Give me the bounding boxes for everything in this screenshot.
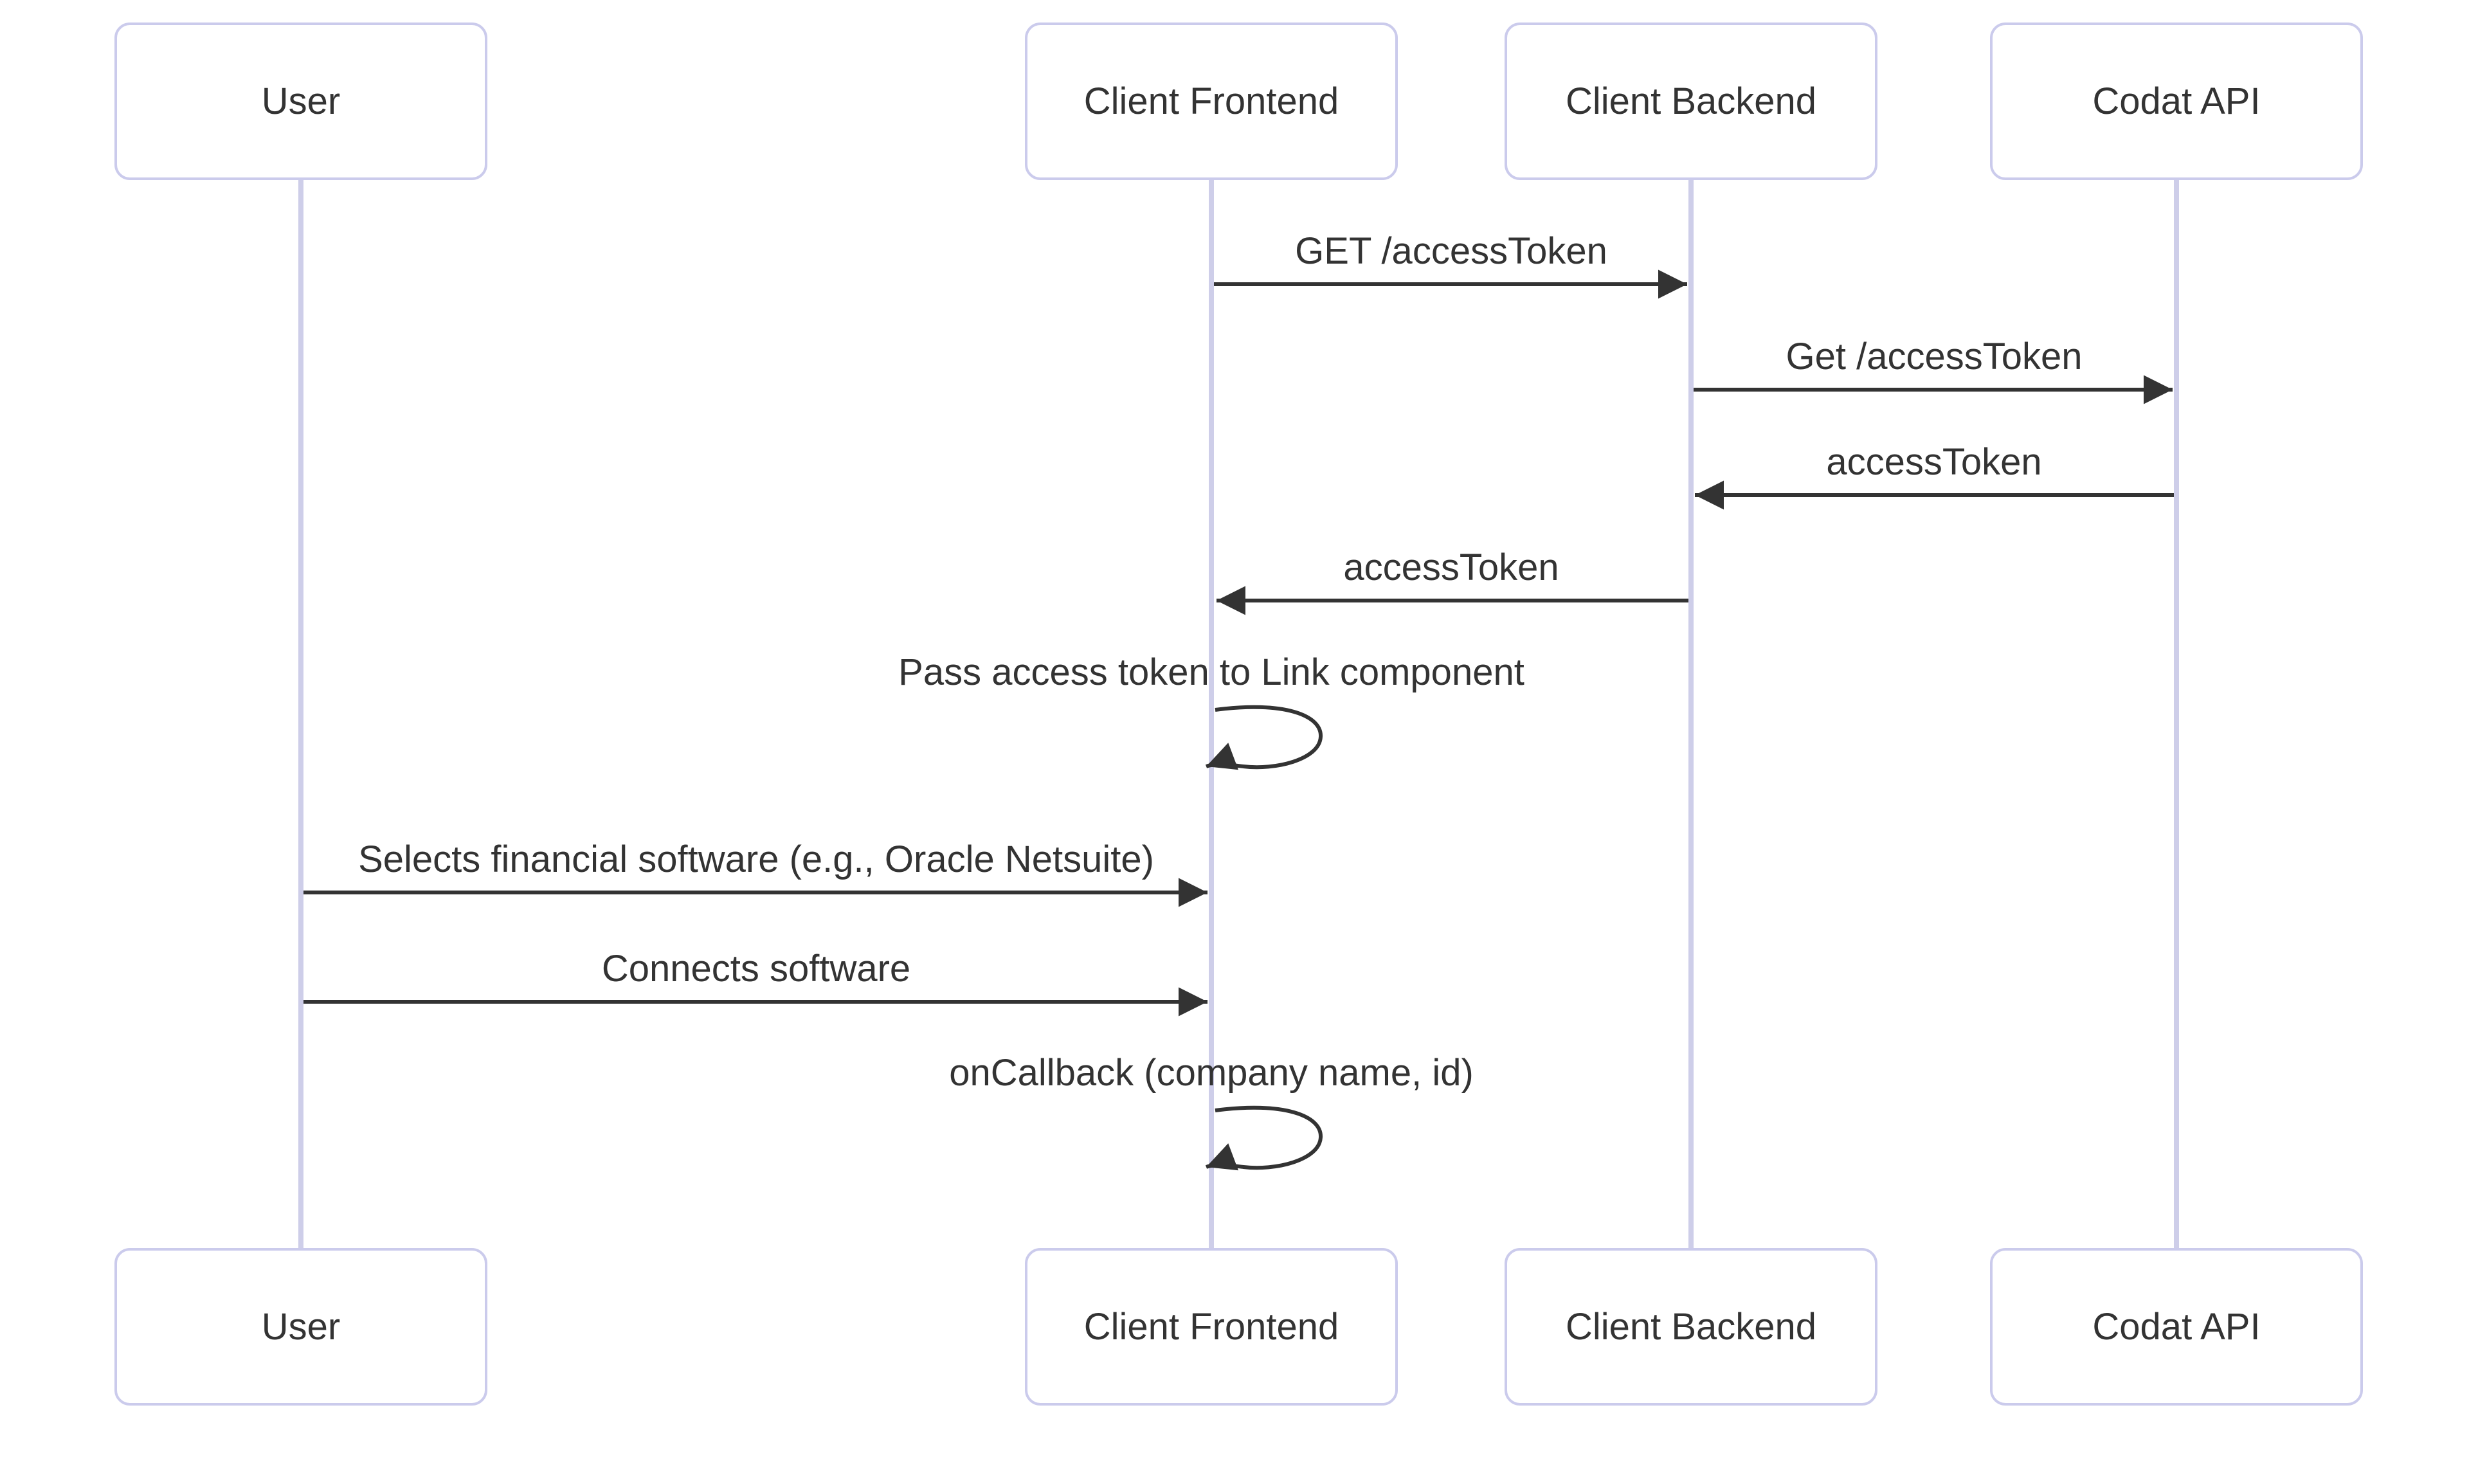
message-label-8: onCallback (company name, id) xyxy=(949,1052,1474,1094)
lifeline-client-frontend xyxy=(1209,179,1214,1249)
self-loop-arrow-5 xyxy=(1205,705,1323,770)
actor-top-client-frontend: Client Frontend xyxy=(1025,23,1398,180)
actor-bottom-client-frontend: Client Frontend xyxy=(1025,1248,1398,1406)
lifeline-client-backend xyxy=(1688,179,1694,1249)
message-label-4: accessToken xyxy=(1343,547,1559,588)
actor-top-user: User xyxy=(114,23,487,180)
actor-top-codat-api: Codat API xyxy=(1990,23,2363,180)
actor-bottom-codat-api: Codat API xyxy=(1990,1248,2363,1406)
actor-bottom-user: User xyxy=(114,1248,487,1406)
message-label-1: GET /accessToken xyxy=(1295,230,1607,272)
actor-bottom-client-backend: Client Backend xyxy=(1505,1248,1877,1406)
message-label-6: Selects financial software (e.g., Oracle… xyxy=(358,838,1154,880)
self-loop-arrow-8 xyxy=(1205,1105,1323,1171)
lifeline-codat-api xyxy=(2174,179,2179,1249)
message-label-5: Pass access token to Link component xyxy=(898,651,1524,693)
message-label-2: Get /accessToken xyxy=(1786,336,2083,377)
lifeline-user xyxy=(298,179,303,1249)
actor-top-client-backend: Client Backend xyxy=(1505,23,1877,180)
message-label-3: accessToken xyxy=(1826,441,2042,483)
message-label-7: Connects software xyxy=(601,948,911,990)
